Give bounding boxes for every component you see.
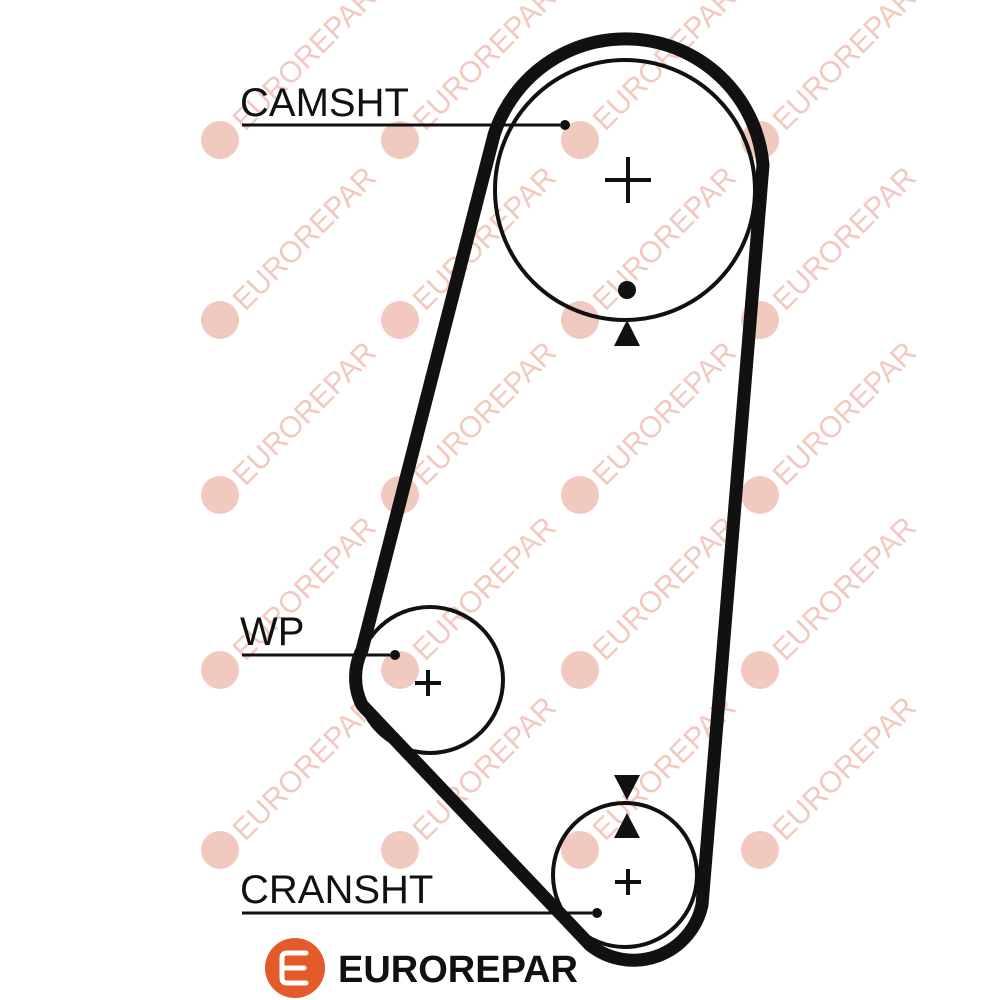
watermark-logo-icon: [381, 121, 419, 159]
watermark-logo-icon: [381, 831, 419, 869]
watermark-tile: EUROREPAR: [201, 161, 383, 339]
watermark-logo-icon: [741, 476, 779, 514]
watermark-text: EUROREPAR: [587, 336, 743, 492]
watermark-text: EUROREPAR: [767, 0, 923, 137]
watermark-text: EUROREPAR: [227, 336, 383, 492]
watermark-text: EUROREPAR: [767, 691, 923, 847]
watermark-logo-icon: [741, 651, 779, 689]
watermark-logo-icon: [561, 476, 599, 514]
water-pump-label: WP: [240, 610, 304, 654]
crankshaft-timing-arrow-up: [614, 813, 640, 838]
watermark-text: EUROREPAR: [227, 691, 383, 847]
camshaft-timing-dot: [618, 281, 636, 299]
watermark-tile: EUROREPAR: [201, 0, 383, 159]
watermark-tile: EUROREPAR: [741, 691, 923, 869]
watermark-tile: EUROREPAR: [741, 0, 923, 159]
crankshaft-timing-arrow-down: [614, 775, 640, 800]
watermark-tile: EUROREPAR: [381, 511, 563, 689]
crankshaft-center-mark: [615, 869, 641, 895]
crankshaft-leader-dot: [592, 908, 602, 918]
camshaft-label: CAMSHT: [240, 81, 409, 125]
watermark-logo-icon: [561, 121, 599, 159]
watermark-tile: EUROREPAR: [561, 161, 743, 339]
watermark-tile: EUROREPAR: [561, 336, 743, 514]
watermark-logo-icon: [201, 121, 239, 159]
watermark-text: EUROREPAR: [767, 336, 923, 492]
watermark-logo-icon: [561, 831, 599, 869]
watermark-tile: EUROREPAR: [201, 336, 383, 514]
crankshaft-pulley: [551, 801, 699, 949]
watermark-logo-icon: [561, 301, 599, 339]
watermark-logo-icon: [201, 831, 239, 869]
eurorepar-logo: EUROREPAR: [265, 938, 578, 998]
watermark-logo-icon: [381, 301, 419, 339]
water-pump-leader-dot: [390, 650, 400, 660]
watermark-text: EUROREPAR: [767, 161, 923, 317]
watermark-tile: EUROREPAR: [381, 691, 563, 869]
camshaft-timing-arrow-up: [614, 320, 640, 346]
watermark-tile: EUROREPAR: [741, 511, 923, 689]
watermark-tile: EUROREPAR: [201, 691, 383, 869]
watermark-text: EUROREPAR: [407, 511, 563, 667]
camshaft-center-mark: [605, 157, 651, 203]
watermark-logo-icon: [741, 831, 779, 869]
watermark-text: EUROREPAR: [227, 161, 383, 317]
watermark-tile: EUROREPAR: [741, 336, 923, 514]
crankshaft-label: CRANSHT: [240, 868, 433, 912]
watermark-logo-icon: [201, 476, 239, 514]
watermark-text: EUROREPAR: [767, 511, 923, 667]
watermark-text: EUROREPAR: [587, 161, 743, 317]
eurorepar-logo-text: EUROREPAR: [338, 949, 578, 991]
watermark-logo-icon: [381, 651, 419, 689]
timing-belt: [349, 32, 770, 967]
camshaft-leader-dot: [560, 120, 570, 130]
watermark-logo-icon: [201, 651, 239, 689]
watermark-logo-icon: [201, 301, 239, 339]
water-pump-center-mark: [415, 670, 441, 696]
watermark-tile: EUROREPAR: [741, 161, 923, 339]
watermark-tile: EUROREPAR: [381, 161, 563, 339]
watermark-logo-icon: [561, 651, 599, 689]
